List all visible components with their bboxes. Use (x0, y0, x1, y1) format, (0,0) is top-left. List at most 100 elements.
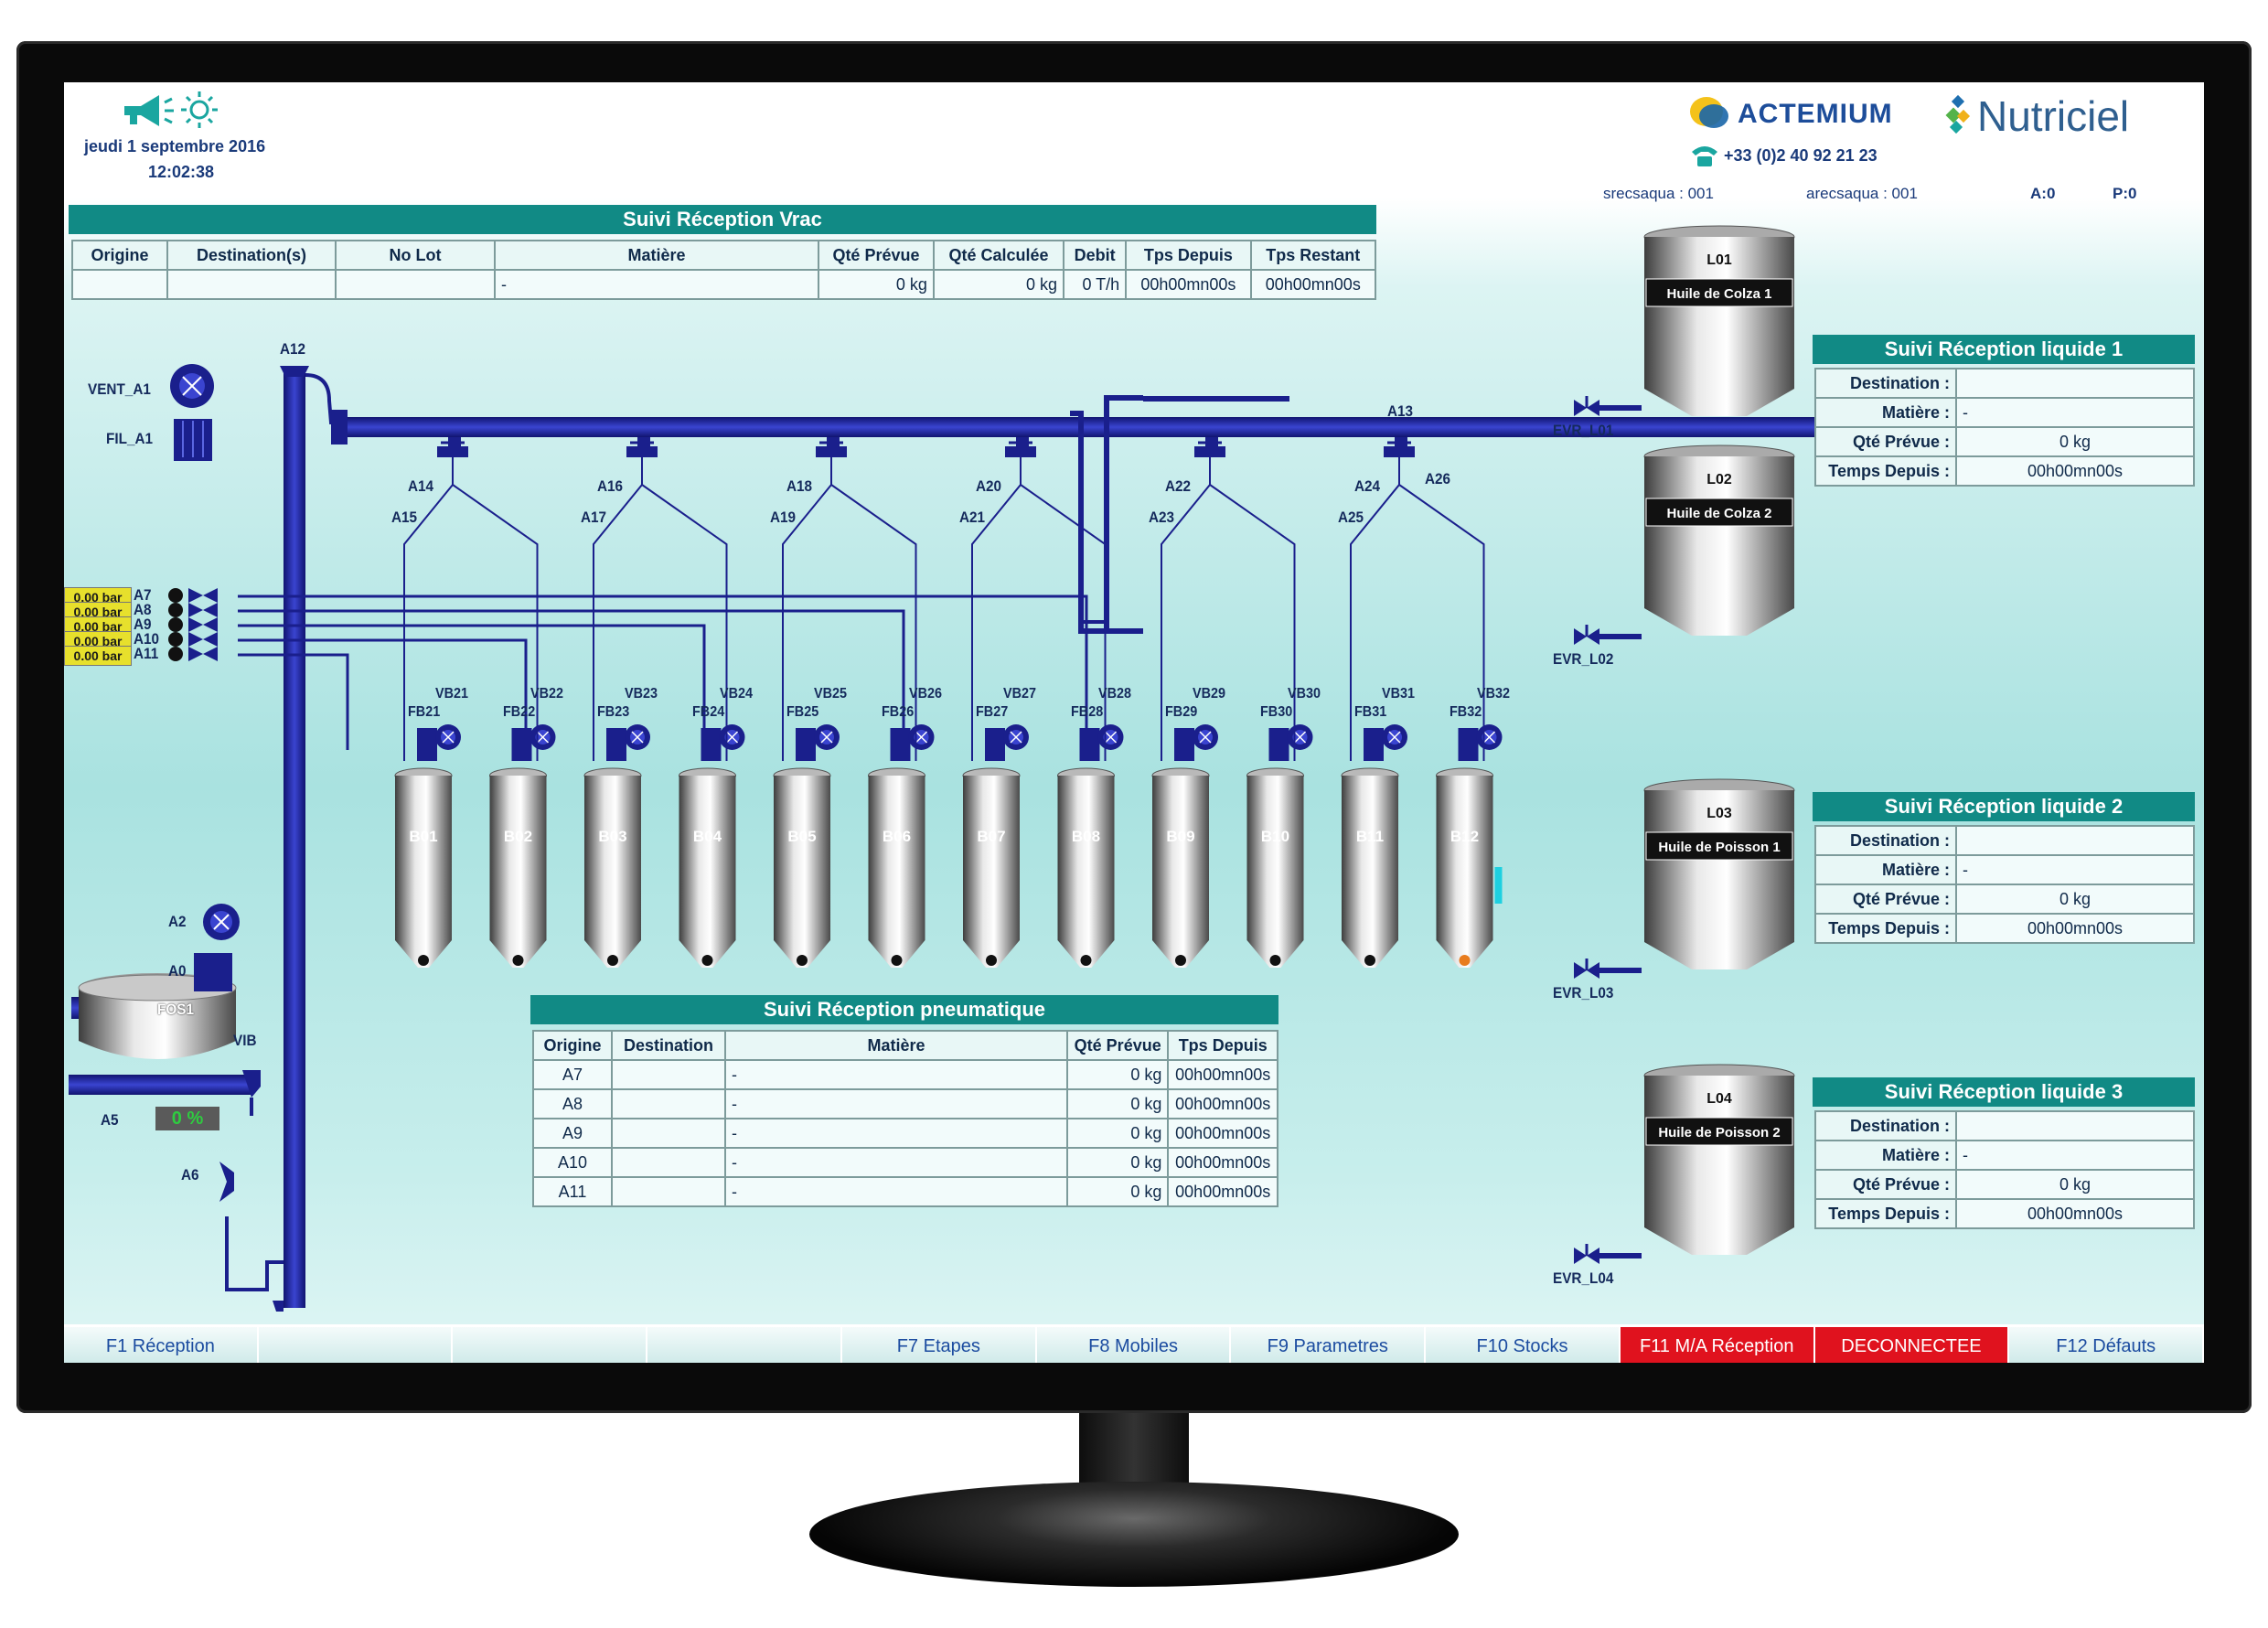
fkey-blank-3[interactable] (647, 1327, 842, 1363)
bin-b05[interactable]: B05 (773, 767, 831, 968)
bin-b11[interactable]: B11 (1341, 767, 1399, 968)
fan-fb22[interactable] (511, 724, 556, 761)
fan-label: FB28 (1070, 704, 1103, 720)
liquide-value: 0 kg (1955, 1169, 2195, 1200)
fkey-f11-m-a-r-ception[interactable]: F11 M/A Réception (1620, 1327, 1815, 1363)
table-cell: 00h00mn00s (1167, 1088, 1278, 1119)
vrac-header-row: Origine Destination(s) No Lot Matière Qt… (71, 240, 1377, 271)
fkey-f9-parametres[interactable]: F9 Parametres (1231, 1327, 1427, 1363)
fan-fb26[interactable] (890, 724, 935, 761)
fkey-blank-1[interactable] (258, 1327, 454, 1363)
label-a2: A2 (168, 913, 187, 930)
label-a18: A18 (786, 477, 813, 495)
bin-b10[interactable]: B10 (1246, 767, 1304, 968)
vrac-cell: - (494, 269, 819, 300)
valve-a10[interactable] (166, 629, 221, 649)
vibrator-label: VB30 (1287, 686, 1321, 702)
fkey-f10-stocks[interactable]: F10 Stocks (1426, 1327, 1621, 1363)
bin-b02[interactable]: B02 (489, 767, 547, 968)
table-cell: 00h00mn00s (1167, 1118, 1278, 1149)
liquide-value (1955, 825, 2195, 856)
bin-b06[interactable]: B06 (868, 767, 925, 968)
fan-label: FB26 (881, 704, 914, 720)
valve-evr_l04[interactable] (1559, 1244, 1642, 1268)
bin-b12[interactable]: B12 (1436, 767, 1503, 968)
fan-fb21[interactable] (417, 724, 461, 761)
fan-label: FB23 (597, 704, 630, 720)
liquide-value (1955, 1110, 2195, 1141)
bin-b01[interactable]: B01 (394, 767, 453, 968)
diverter-a16[interactable] (626, 437, 658, 457)
label-a8: A8 (134, 601, 152, 618)
split-a19 (782, 457, 917, 761)
fan-fb23[interactable] (606, 724, 650, 761)
valve-evr_l01[interactable] (1559, 396, 1642, 420)
valve-a8[interactable] (166, 600, 221, 620)
fkey-deconnectee[interactable]: DECONNECTEE (1814, 1327, 2010, 1363)
bin-b03[interactable]: B03 (583, 767, 642, 968)
label-a26: A26 (1425, 470, 1451, 487)
liquide-title-2: Suivi Réception liquide 2 (1813, 792, 2195, 821)
valve-a7[interactable] (166, 585, 221, 605)
tank-content: Huile de Colza 1 (1666, 286, 1771, 302)
pneu-col-matiere: Matière (724, 1030, 1068, 1061)
table-cell (611, 1176, 726, 1207)
bin-label: B11 (1356, 828, 1384, 845)
fan-fb30[interactable] (1268, 724, 1313, 761)
label-a0: A0 (168, 962, 187, 980)
fkey-f8-mobiles[interactable]: F8 Mobiles (1036, 1327, 1232, 1363)
pneu-title: Suivi Réception pneumatique (530, 995, 1278, 1024)
diverter-a18[interactable] (816, 437, 847, 457)
bin-b09[interactable]: B09 (1151, 767, 1210, 968)
fan-fb28[interactable] (1079, 724, 1124, 761)
valve-a11[interactable] (166, 644, 221, 664)
table-cell: A11 (532, 1176, 613, 1207)
fan-fb32[interactable] (1458, 724, 1503, 761)
fan-fb31[interactable] (1364, 724, 1407, 761)
diverter-a22[interactable] (1194, 437, 1225, 457)
fkey-blank-2[interactable] (453, 1327, 648, 1363)
label-a5: A5 (101, 1111, 119, 1129)
filter-fil-a1 (174, 419, 212, 461)
table-cell: 0 kg (1065, 1176, 1170, 1207)
fkey-f12-d-fauts[interactable]: F12 Défauts (2009, 1327, 2204, 1363)
fan-label: FB27 (976, 704, 1009, 720)
fan-label: FB25 (786, 704, 819, 720)
vibrator-label: VB26 (908, 686, 942, 702)
fkey-f1-r-ception[interactable]: F1 Réception (64, 1327, 259, 1363)
diverter-a20[interactable] (1005, 437, 1036, 457)
bin-label: B02 (504, 828, 532, 845)
valve-evr_l02[interactable] (1559, 625, 1642, 648)
liquide-row: Temps Depuis :00h00mn00s (1814, 455, 2195, 487)
valve-evr_l03[interactable] (1559, 959, 1642, 982)
table-cell (611, 1088, 726, 1119)
liquide-label: Destination : (1814, 368, 1957, 399)
label-a11: A11 (134, 645, 159, 662)
pneu-table: Origine Destination Matière Qté Prévue T… (532, 1030, 1278, 1207)
valve-a9[interactable] (166, 615, 221, 635)
fan-fb29[interactable] (1174, 724, 1218, 761)
fan-fb25[interactable] (796, 724, 840, 761)
fan-label: FB21 (408, 704, 441, 720)
fkey-f7-etapes[interactable]: F7 Etapes (841, 1327, 1037, 1363)
vrac-cell: 00h00mn00s (1249, 269, 1377, 300)
pneu-col-destination: Destination (611, 1030, 726, 1061)
bin-b08[interactable]: B08 (1057, 767, 1115, 968)
bin-b04[interactable]: B04 (679, 767, 736, 968)
fan-fb24[interactable] (701, 724, 745, 761)
diverter-a14[interactable] (437, 437, 468, 457)
bin-b07[interactable]: B07 (962, 767, 1021, 968)
diverter-a24[interactable] (1384, 437, 1415, 457)
fan-fb27[interactable] (985, 724, 1029, 761)
